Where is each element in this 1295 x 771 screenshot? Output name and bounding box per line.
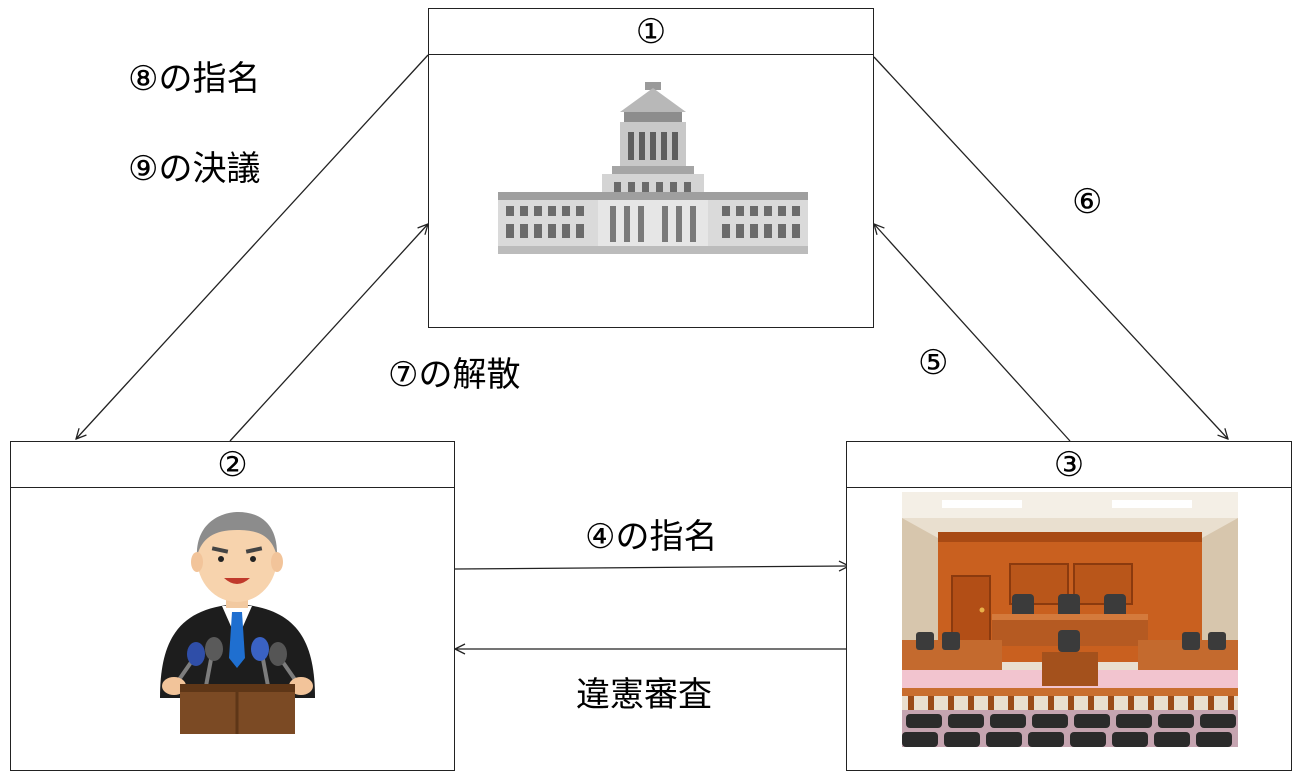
court-box-header: ③ bbox=[847, 442, 1291, 488]
arrow-diet-to-cabinet bbox=[76, 54, 429, 439]
diet-building-icon bbox=[498, 82, 808, 254]
arrow-cabinet-to-court bbox=[454, 566, 849, 569]
cabinet-box-header: ② bbox=[11, 442, 454, 488]
designation-4-label: ④の指名 bbox=[585, 517, 718, 557]
prime-minister-press-conference-icon bbox=[160, 512, 315, 734]
arrow-cabinet-to-diet bbox=[229, 224, 428, 442]
diet-box: ① bbox=[428, 8, 874, 328]
arrow-diet-to-court bbox=[873, 56, 1228, 439]
item-5-label: ⑤ bbox=[918, 343, 949, 383]
arrow-court-to-diet bbox=[874, 224, 1071, 442]
diet-box-header: ① bbox=[429, 9, 873, 55]
dissolution-7-label: ⑦の解散 bbox=[388, 355, 521, 395]
item-6-label: ⑥ bbox=[1072, 182, 1103, 222]
resolution-9-label: ⑨の決議 bbox=[128, 149, 261, 189]
designation-8-label: ⑧の指名 bbox=[128, 59, 261, 99]
judicial-review-label: 違憲審査 bbox=[576, 675, 712, 715]
courtroom-icon bbox=[902, 492, 1238, 747]
